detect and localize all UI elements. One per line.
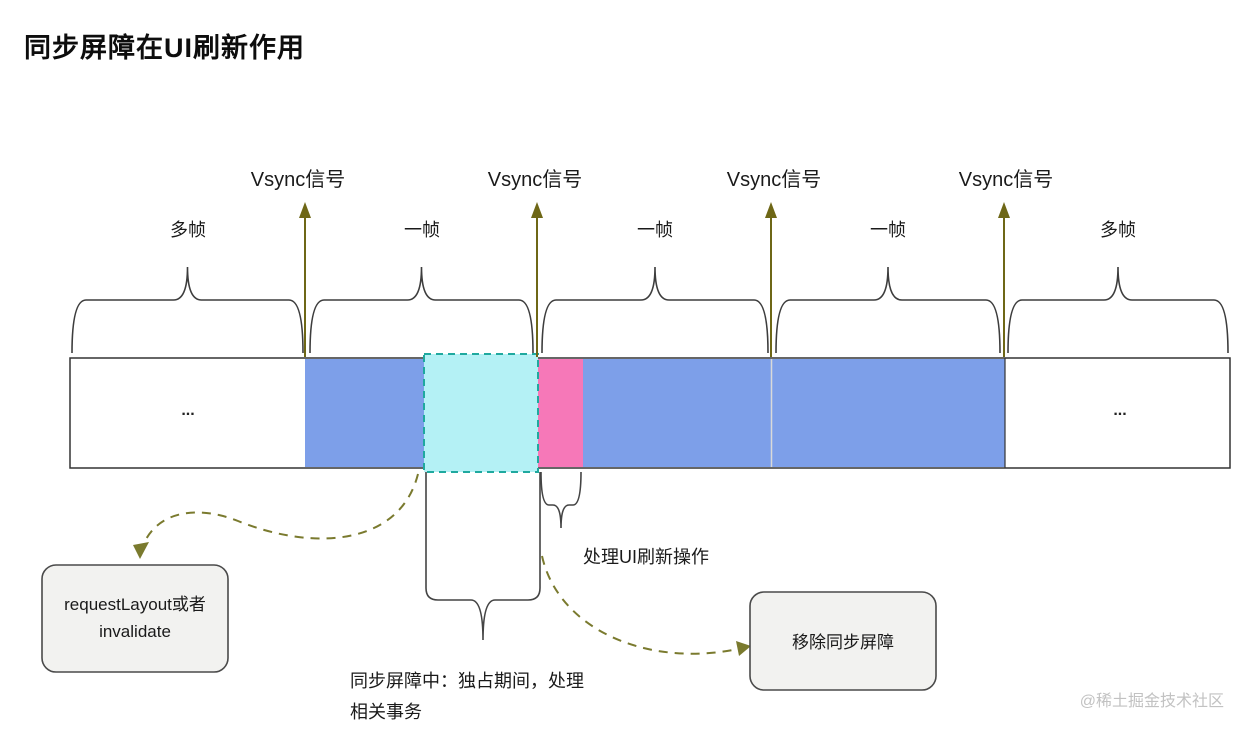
sync-barrier-annotation-line1: 同步屏障中：独占期间，处理 bbox=[350, 671, 584, 691]
requestlayout-box-line1: requestLayout或者 bbox=[64, 595, 206, 614]
dashed-arrow-to-requestlayout bbox=[141, 473, 419, 549]
watermark: @稀土掘金技术社区 bbox=[1079, 693, 1224, 710]
frame-segment-blue-2 bbox=[583, 359, 771, 467]
frame-label-multi-right: 多帧 bbox=[1100, 220, 1136, 240]
vsync-label-3: Vsync信号 bbox=[726, 169, 822, 191]
requestlayout-box-line2: invalidate bbox=[99, 622, 171, 641]
dashed-arrow-to-remove-barrier bbox=[541, 555, 739, 655]
vsync-label-4: Vsync信号 bbox=[958, 169, 1054, 191]
brace-one-frame-3 bbox=[775, 266, 1001, 354]
dashed-arrow-head-remove-barrier bbox=[736, 641, 751, 656]
remove-barrier-box-text: 移除同步屏障 bbox=[792, 633, 894, 652]
vsync-arrow-head-3 bbox=[765, 202, 777, 218]
sync-barrier-annotation-line2: 相关事务 bbox=[350, 702, 422, 722]
brace-multi-frame-left bbox=[71, 266, 304, 354]
vsync-label-1: Vsync信号 bbox=[250, 169, 346, 191]
requestlayout-box bbox=[41, 564, 229, 673]
frame-label-one-1: 一帧 bbox=[404, 220, 440, 240]
sync-barrier-annotation: 同步屏障中：独占期间，处理 相关事务 bbox=[350, 666, 584, 728]
brace-multi-frame-right bbox=[1007, 266, 1229, 354]
requestlayout-box-text: requestLayout或者 invalidate bbox=[42, 591, 228, 645]
frame-label-one-2: 一帧 bbox=[637, 220, 673, 240]
ui-refresh-annotation: 处理UI刷新操作 bbox=[583, 547, 709, 567]
vsync-label-2: Vsync信号 bbox=[487, 169, 583, 191]
vsync-arrow-head-4 bbox=[998, 202, 1010, 218]
bar-ellipsis-left: ... bbox=[181, 402, 195, 419]
ui-refresh-segment-pink bbox=[537, 359, 583, 467]
frame-segment-blue-3 bbox=[772, 359, 1005, 467]
bar-ellipsis-right: ... bbox=[1113, 402, 1127, 419]
brace-one-frame-1 bbox=[309, 266, 534, 354]
page-title: 同步屏障在UI刷新作用 bbox=[24, 33, 305, 63]
brace-one-frame-2 bbox=[541, 266, 769, 354]
vsync-arrow-head-1 bbox=[299, 202, 311, 218]
frame-label-one-3: 一帧 bbox=[870, 220, 906, 240]
sync-barrier-segment-cyan bbox=[423, 353, 539, 473]
dashed-arrow-head-requestlayout bbox=[133, 542, 149, 559]
vsync-arrows bbox=[299, 202, 1010, 357]
vsync-arrow-head-2 bbox=[531, 202, 543, 218]
brace-sync-barrier bbox=[425, 472, 541, 641]
brace-ui-refresh bbox=[540, 471, 582, 529]
remove-barrier-box bbox=[749, 591, 937, 691]
frame-label-multi-left: 多帧 bbox=[170, 220, 206, 240]
frame-segment-blue-1 bbox=[305, 359, 425, 467]
